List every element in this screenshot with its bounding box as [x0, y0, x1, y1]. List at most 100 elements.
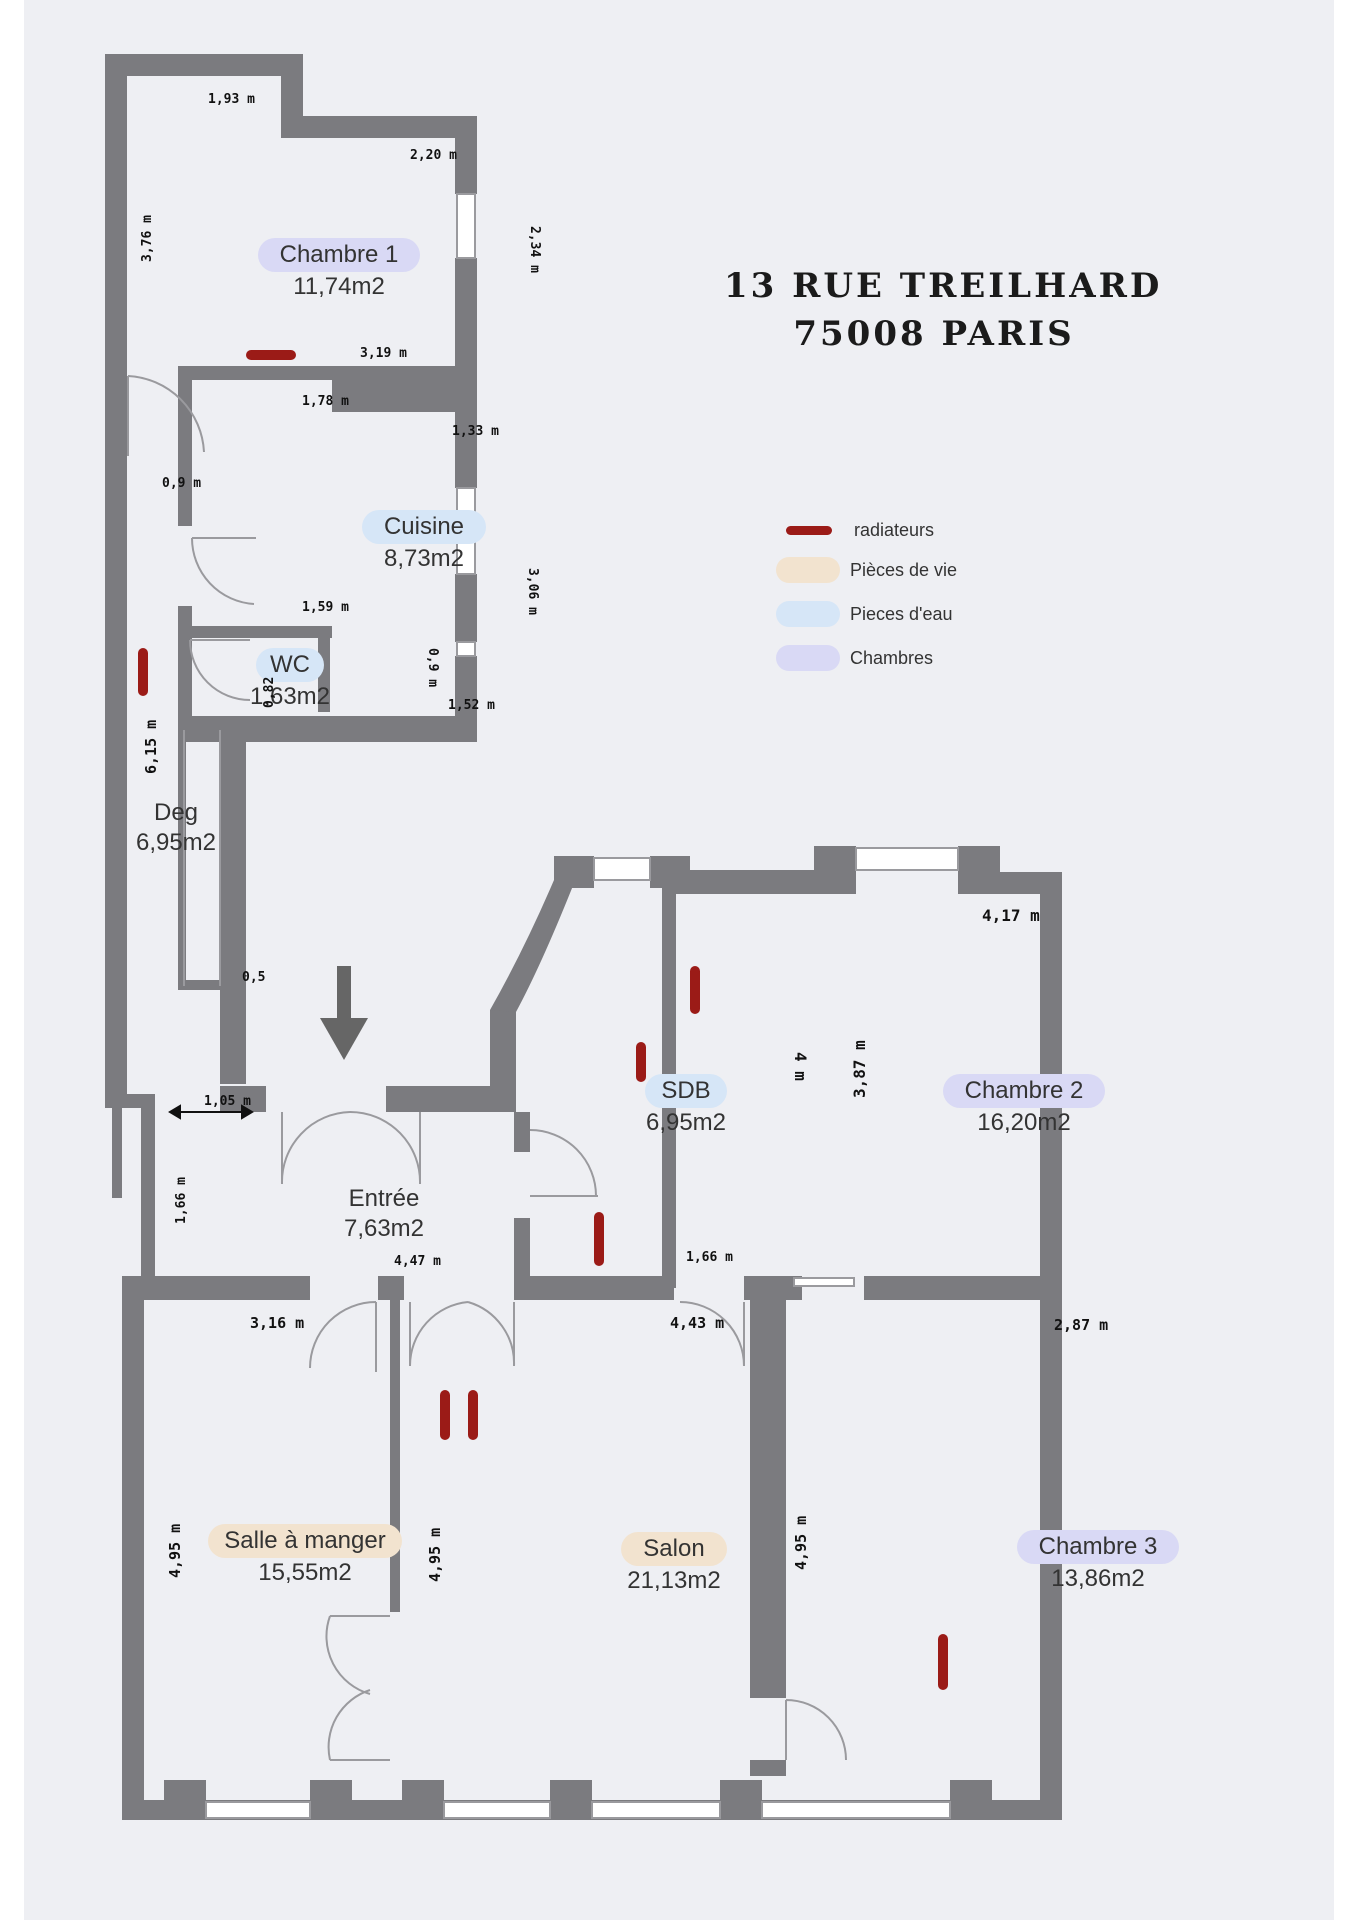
dimension-label: 2,87 m: [1054, 1316, 1109, 1334]
radiator: [594, 1212, 604, 1266]
dimension-label: 3,19 m: [360, 346, 407, 361]
radiator: [138, 648, 148, 696]
address-line-1: 13 RUE TREILHARD: [724, 266, 1163, 306]
wall: [332, 366, 455, 412]
wall: [178, 366, 192, 526]
door-swing: [309, 1301, 377, 1372]
door-swing: [785, 1699, 847, 1761]
dimension-label: 4,43 m: [670, 1314, 725, 1332]
wall: [720, 1780, 762, 1804]
water-swatch: [776, 601, 840, 627]
room-area: 16,20m2: [977, 1109, 1071, 1136]
dimension-label: 3,16 m: [250, 1314, 305, 1332]
dimension-arrow-1-05: [168, 1104, 254, 1120]
room-name: Chambre 2: [942, 1074, 1106, 1108]
room-name: Cuisine: [361, 510, 487, 544]
window: [443, 1801, 551, 1819]
wall: [514, 1218, 530, 1288]
legend-label: Pièces de vie: [850, 559, 958, 580]
dimension-label: 1,33 m: [452, 424, 499, 439]
window: [761, 1801, 951, 1819]
wall: [105, 54, 127, 1094]
legend-bedrooms: Chambres: [776, 642, 933, 674]
dimension-label: 3,06 m: [525, 568, 540, 615]
dimension-label: 4 m: [791, 1052, 810, 1081]
window: [591, 1801, 721, 1819]
wall: [814, 846, 856, 894]
room-chambre-1: Chambre 1 11,74m2: [229, 238, 449, 302]
dimension-label: 1,93 m: [208, 92, 255, 107]
room-salon: Salon 21,13m2: [594, 1532, 754, 1596]
dimension-label: 0,82: [262, 676, 277, 708]
door-swing: [190, 537, 256, 605]
wall: [864, 1276, 1062, 1300]
radiator: [468, 1390, 478, 1440]
dimension-label: 6,15 m: [142, 719, 160, 774]
address-line-2: 75008 PARIS: [793, 314, 1075, 354]
room-entree: Entrée 7,63m2: [314, 1184, 454, 1244]
wall: [744, 1276, 802, 1300]
walls: [105, 54, 1062, 1820]
room-chambre-3: Chambre 3 13,86m2: [988, 1530, 1208, 1594]
wall: [122, 1276, 310, 1300]
wall: [550, 1780, 592, 1804]
room-area: 13,86m2: [1051, 1565, 1145, 1592]
floor-plan-page: 13 RUE TREILHARD 75008 PARIS radiateurs …: [24, 0, 1334, 1920]
room-chambre-2: Chambre 2 16,20m2: [914, 1074, 1134, 1138]
dimension-label: 0,9 m: [425, 648, 440, 688]
wall: [402, 1780, 444, 1804]
wall: [281, 116, 477, 138]
wall: [105, 54, 303, 76]
radiator: [690, 966, 700, 1014]
wall: [178, 606, 192, 716]
door-swing: [280, 1111, 422, 1185]
window: [205, 1801, 311, 1819]
radiator-swatch: [786, 525, 832, 535]
room-cuisine: Cuisine 8,73m2: [324, 510, 524, 574]
dimension-label: 3,76 m: [140, 215, 155, 262]
radiator: [440, 1390, 450, 1440]
wall: [318, 626, 330, 712]
dimension-label: 1,59 m: [302, 600, 349, 615]
wall: [220, 716, 246, 1084]
room-area: 21,13m2: [627, 1567, 721, 1594]
wall: [164, 1780, 206, 1804]
floor-plan-drawing: [105, 54, 1062, 1820]
wall: [390, 1300, 400, 1612]
wall: [554, 856, 594, 888]
radiators: [138, 350, 948, 1690]
wall: [1040, 872, 1062, 1820]
room-area: 11,74m2: [293, 273, 385, 300]
room-wc: WC 1,63m2: [230, 648, 350, 712]
wall: [455, 574, 477, 642]
legend-water: Pieces d'eau: [776, 598, 953, 630]
dimension-label: 2,20 m: [410, 148, 457, 163]
dimension-label: 1,78 m: [302, 394, 349, 409]
wall: [178, 626, 332, 638]
wall: [455, 258, 477, 488]
wall: [378, 1276, 404, 1300]
entry-arrow-icon: [320, 966, 368, 1060]
wall: [490, 856, 580, 1012]
radiator: [636, 1042, 646, 1082]
wall: [490, 1010, 516, 1112]
room-name: Salon: [621, 1532, 727, 1566]
dimension-label: 4,95 m: [426, 1527, 444, 1582]
radiator: [938, 1634, 948, 1690]
door-swing: [325, 1615, 390, 1761]
room-name: Chambre 1: [257, 238, 421, 272]
door-frame: [183, 730, 221, 986]
doors: [127, 375, 847, 1761]
room-salle-a-manger: Salle à manger 15,55m2: [190, 1524, 420, 1588]
room-area: 15,55m2: [258, 1559, 352, 1586]
window: [855, 847, 959, 871]
room-area: 6,95m2: [135, 829, 217, 856]
room-deg: Deg 6,95m2: [128, 798, 224, 858]
wall: [455, 116, 477, 194]
wall: [750, 1300, 786, 1698]
door-swing: [189, 639, 251, 701]
dimension-label: 4,47 m: [394, 1254, 441, 1269]
dimension-label: 1,52 m: [448, 698, 495, 713]
wall: [141, 1094, 155, 1276]
room-area: 6,95m2: [645, 1109, 727, 1136]
